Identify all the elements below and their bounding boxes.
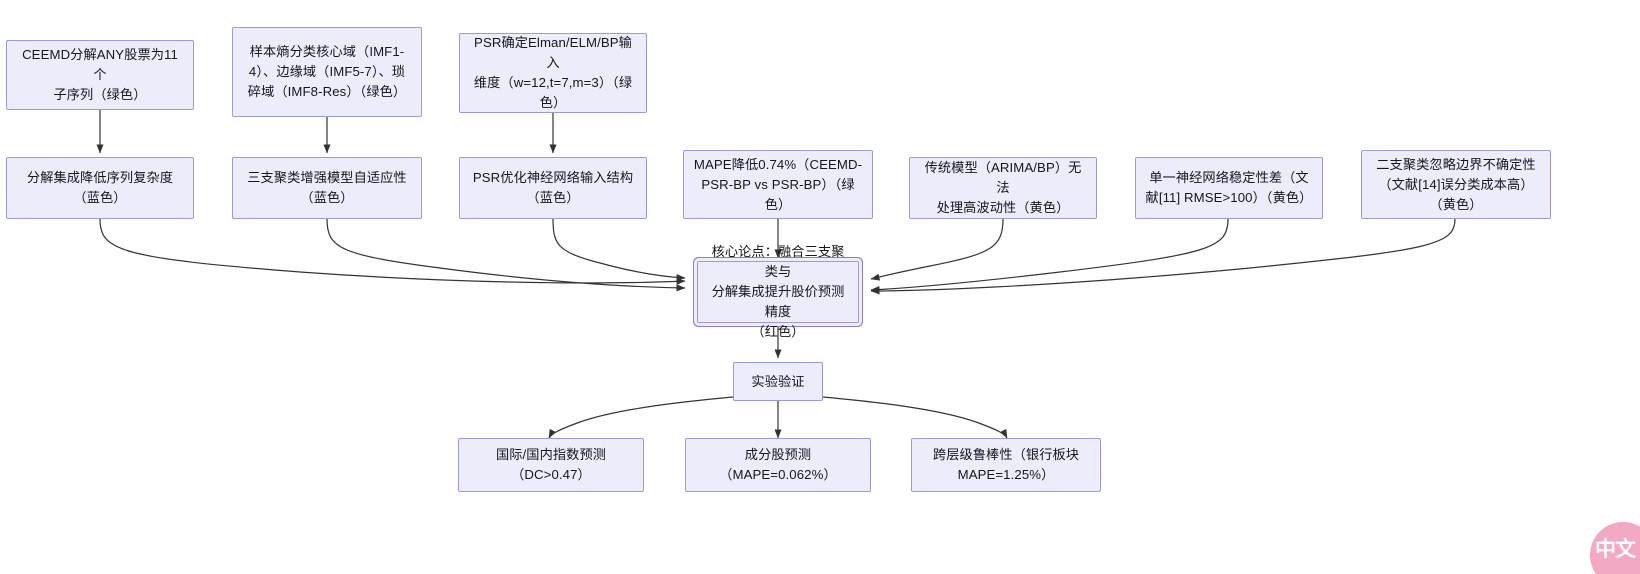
node-label: PSR优化神经网络输入结构 （蓝色） — [472, 170, 634, 205]
node-mape-reduction[interactable]: MAPE降低0.74%（CEEMD- PSR-BP vs PSR-BP）（绿 色… — [683, 150, 873, 219]
node-single-nn-instability[interactable]: 单一神经网络稳定性差（文 献[11] RMSE>100）（黄色） — [1135, 157, 1323, 219]
node-result-constituent-forecast[interactable]: 成分股预测 （MAPE=0.062%） — [685, 438, 871, 492]
edge-n9-core — [870, 218, 1229, 294]
node-label: 国际/国内指数预测 （DC>0.47） — [495, 447, 607, 482]
edge-n4-core — [99, 218, 686, 285]
edge-n5-core — [326, 218, 686, 292]
node-sample-entropy-classify[interactable]: 样本熵分类核心域（IMF1- 4）、边缘域（IMF5-7）、琐 碎域（IMF8-… — [232, 27, 422, 117]
node-label: 二支聚类忽略边界不确定性 （文献[14]误分类成本高） （黄色） — [1376, 156, 1536, 212]
node-label: 跨层级鲁棒性（银行板块 MAPE=1.25%） — [932, 447, 1080, 482]
node-label: 分解集成降低序列复杂度 （蓝色） — [26, 170, 174, 205]
node-label: 核心论点：融合三支聚类与 分解集成提升股价预测精度 （红色） — [711, 244, 845, 339]
node-label: 样本熵分类核心域（IMF1- 4）、边缘域（IMF5-7）、琐 碎域（IMF8-… — [247, 44, 407, 99]
watermark-badge: 中文 — [1590, 522, 1640, 574]
node-traditional-model-limitation[interactable]: 传统模型（ARIMA/BP）无法 处理高波动性（黄色） — [909, 157, 1097, 219]
node-psr-input-dimension[interactable]: PSR确定Elman/ELM/BP输入 维度（w=12,t=7,m=3）（绿 色… — [459, 33, 647, 113]
node-core-thesis[interactable]: 核心论点：融合三支聚类与 分解集成提升股价预测精度 （红色） — [697, 244, 859, 339]
node-three-way-clustering-adaptive[interactable]: 三支聚类增强模型自适应性 （蓝色） — [232, 157, 422, 219]
edge-n10-core — [870, 218, 1456, 295]
node-label: 成分股预测 （MAPE=0.062%） — [719, 447, 837, 482]
edge-verify-r3 — [822, 396, 1008, 439]
node-label: CEEMD分解ANY股票为11个 子序列（绿色） — [22, 47, 178, 102]
node-label: 三支聚类增强模型自适应性 （蓝色） — [247, 170, 407, 205]
node-label: 传统模型（ARIMA/BP）无法 处理高波动性（黄色） — [924, 160, 1082, 215]
node-label: 实验验证 — [751, 373, 805, 389]
node-decompose-reduce-complexity[interactable]: 分解集成降低序列复杂度 （蓝色） — [6, 157, 194, 219]
node-two-way-clustering-boundary[interactable]: 二支聚类忽略边界不确定性 （文献[14]误分类成本高） （黄色） — [1361, 150, 1551, 219]
node-result-cross-level-robustness[interactable]: 跨层级鲁棒性（银行板块 MAPE=1.25%） — [911, 438, 1101, 492]
edge-n6-core — [552, 218, 686, 281]
node-result-index-forecast[interactable]: 国际/国内指数预测 （DC>0.47） — [458, 438, 644, 492]
edge-n8-core — [870, 218, 1004, 281]
node-experimental-validation[interactable]: 实验验证 — [733, 362, 823, 401]
edge-verify-r1 — [548, 396, 734, 439]
node-label: 单一神经网络稳定性差（文 献[11] RMSE>100）（黄色） — [1145, 170, 1313, 205]
node-label: MAPE降低0.74%（CEEMD- PSR-BP vs PSR-BP）（绿 色… — [693, 156, 863, 212]
node-psr-optimize-nn-input[interactable]: PSR优化神经网络输入结构 （蓝色） — [459, 157, 647, 219]
watermark-label: 中文 — [1595, 537, 1636, 561]
node-ceemd-decompose[interactable]: CEEMD分解ANY股票为11个 子序列（绿色） — [6, 40, 194, 110]
node-label: PSR确定Elman/ELM/BP输入 维度（w=12,t=7,m=3）（绿 色… — [473, 35, 633, 110]
